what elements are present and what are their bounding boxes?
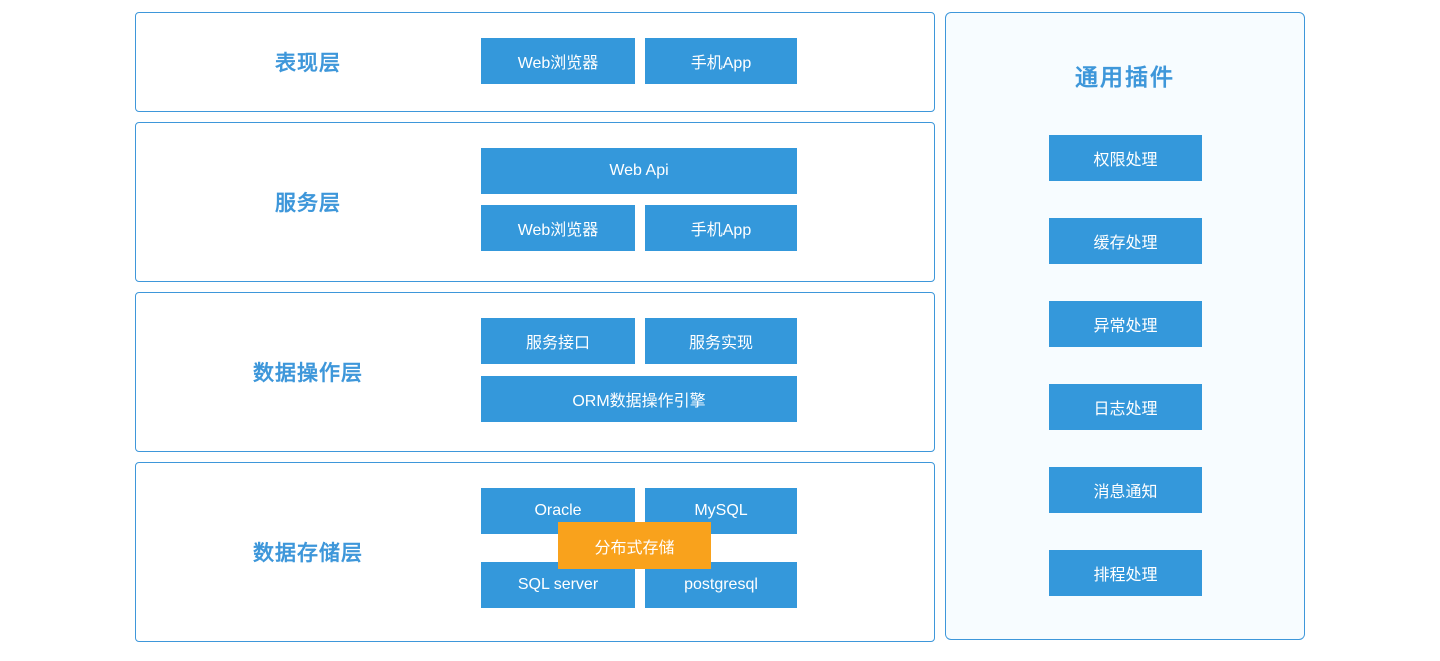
- layer-label-data-operation: 数据操作层: [253, 362, 363, 385]
- plugin-node-permission: 权限处理: [1049, 135, 1202, 181]
- node-mobile-app: 手机App: [645, 38, 797, 84]
- plugin-node-exception: 异常处理: [1049, 301, 1202, 347]
- layer-label-service: 服务层: [275, 192, 341, 215]
- node-service-interface: 服务接口: [481, 318, 635, 364]
- node-web-browser: Web浏览器: [481, 38, 635, 84]
- layer-label-data-storage: 数据存储层: [253, 542, 363, 565]
- node-sql-server: SQL server: [481, 562, 635, 608]
- node-web-api: Web Api: [481, 148, 797, 194]
- plugin-node-schedule: 排程处理: [1049, 550, 1202, 596]
- plugin-node-message: 消息通知: [1049, 467, 1202, 513]
- node-web-browser-service: Web浏览器: [481, 205, 635, 251]
- node-service-implementation: 服务实现: [645, 318, 797, 364]
- plugin-node-cache: 缓存处理: [1049, 218, 1202, 264]
- plugin-node-log: 日志处理: [1049, 384, 1202, 430]
- layer-label-presentation: 表现层: [275, 52, 341, 75]
- node-mobile-app-service: 手机App: [645, 205, 797, 251]
- node-distributed-storage: 分布式存储: [558, 522, 711, 569]
- plugins-panel-title: 通用插件: [1075, 64, 1175, 90]
- node-orm-engine: ORM数据操作引擎: [481, 376, 797, 422]
- node-postgresql: postgresql: [645, 562, 797, 608]
